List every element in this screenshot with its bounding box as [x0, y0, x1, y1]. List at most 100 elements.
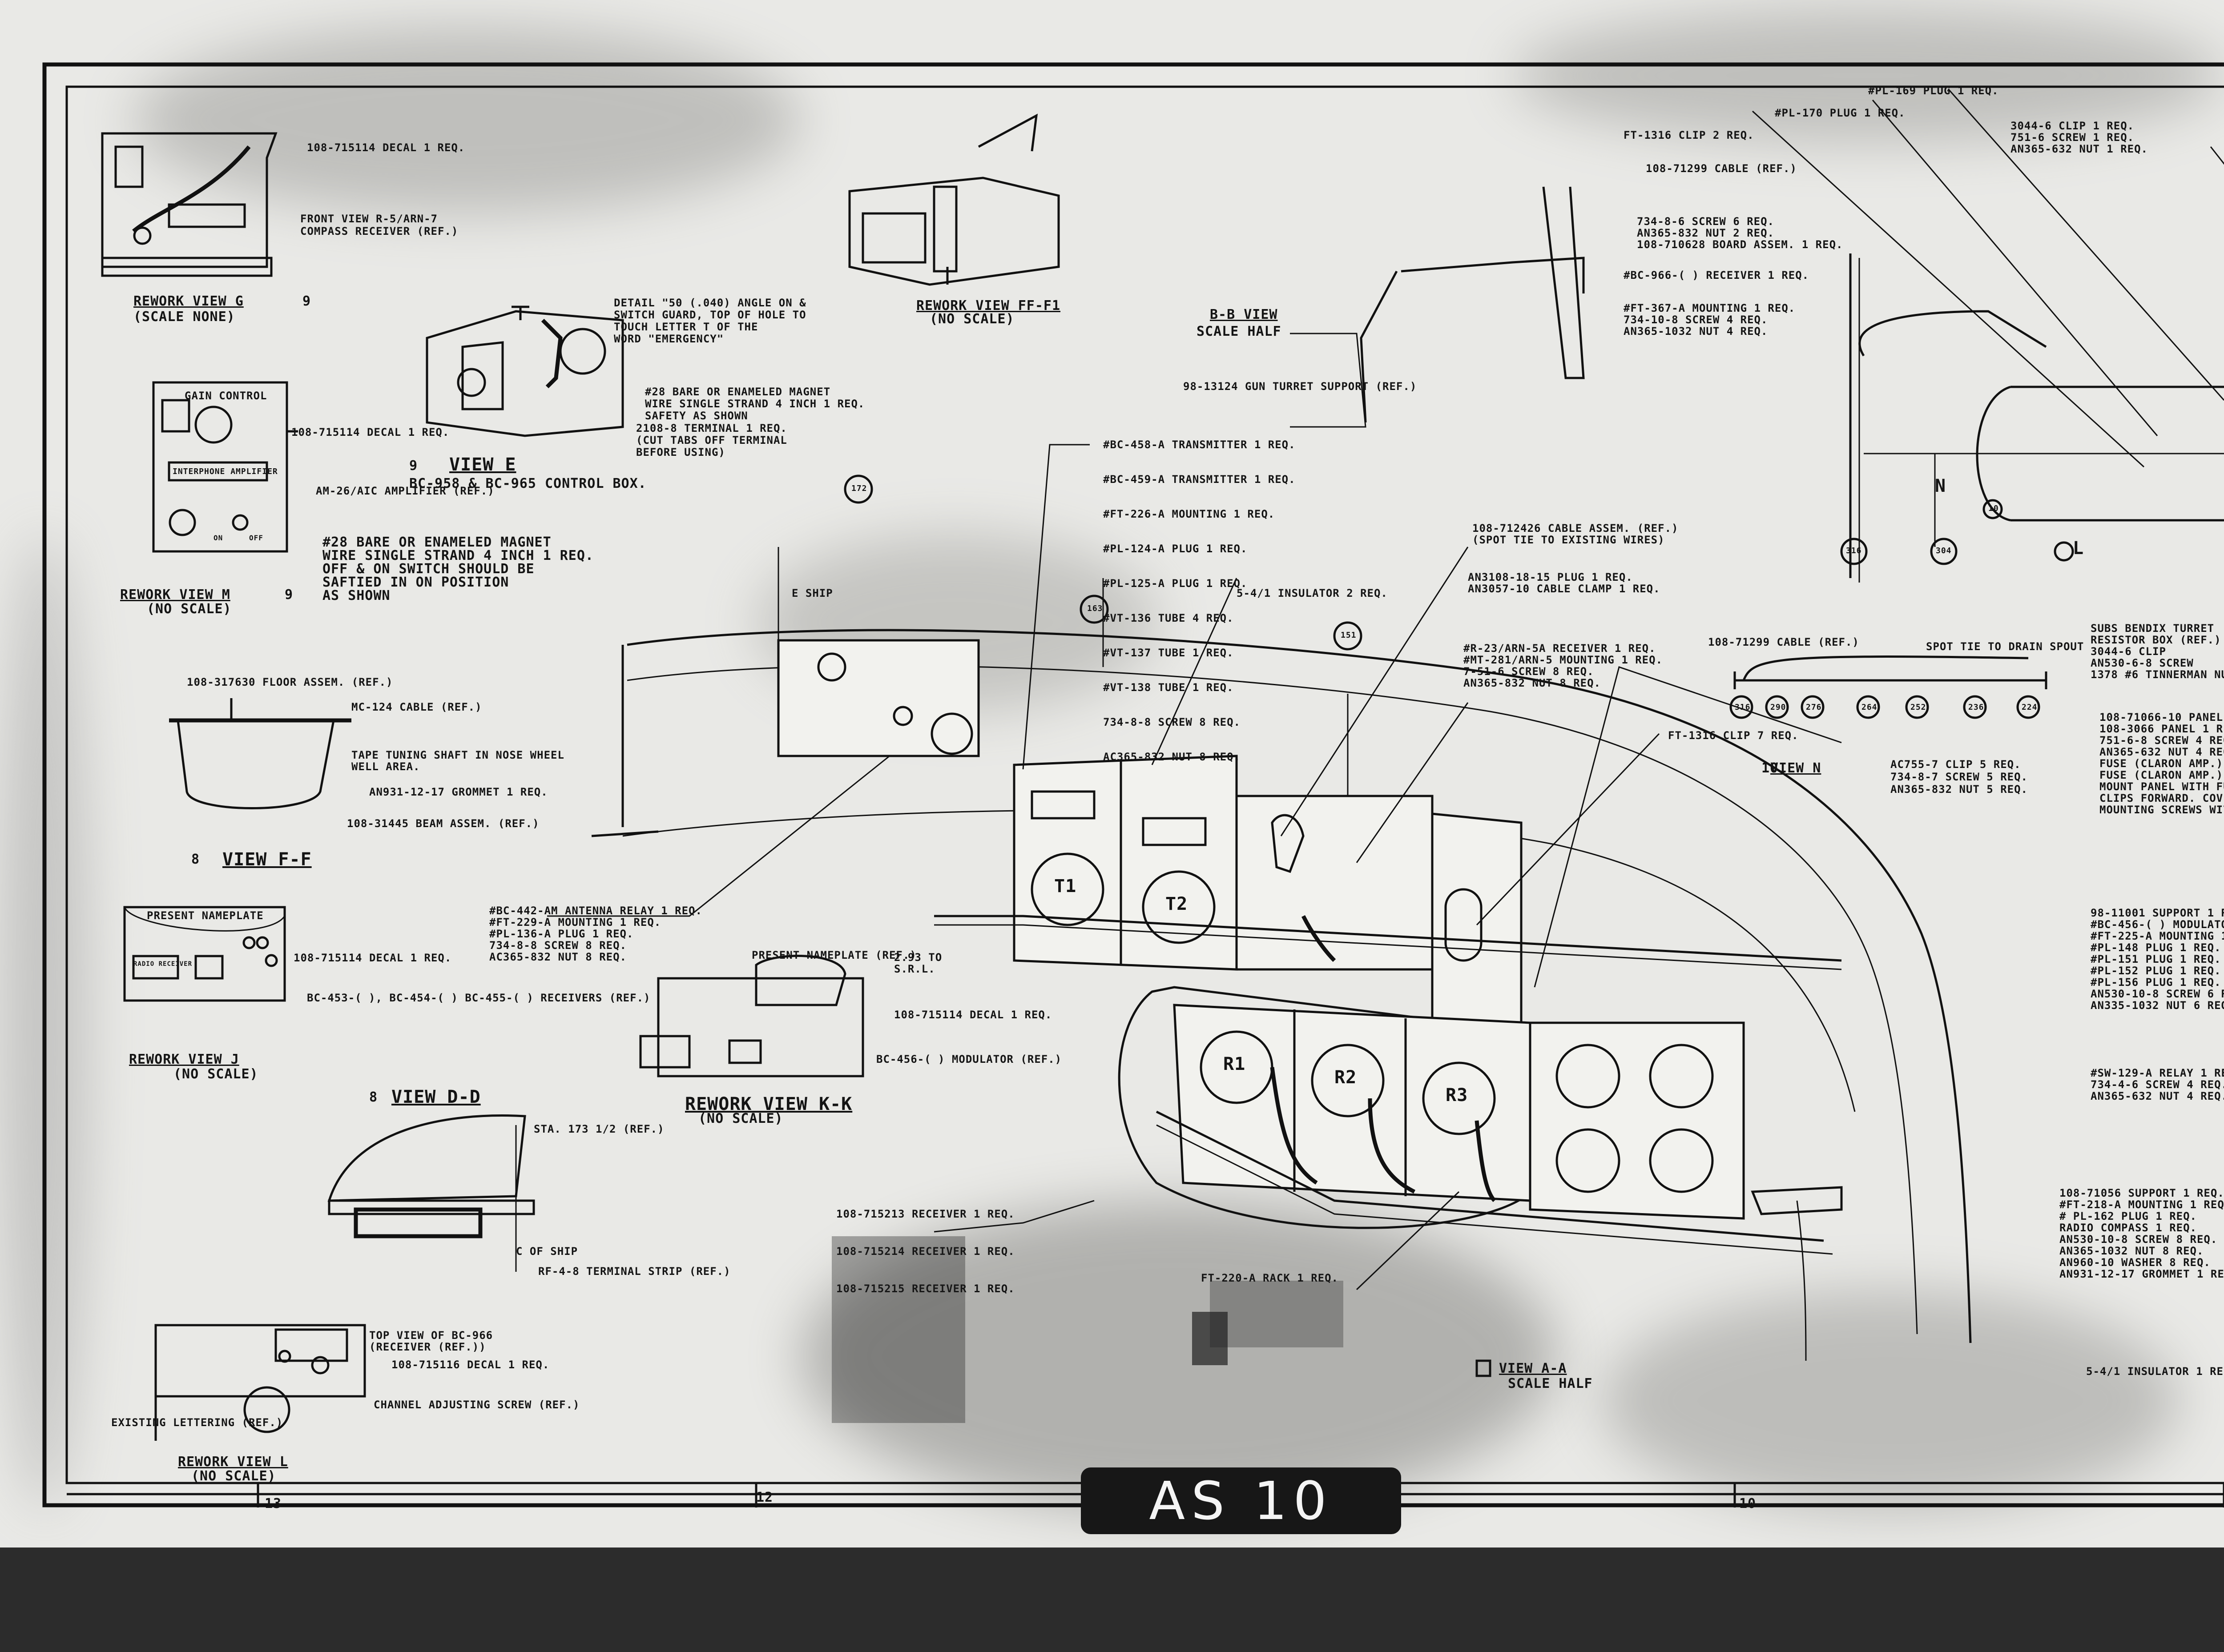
unit-r1: R1: [1223, 1054, 1246, 1074]
station-bubble-163: 163: [1087, 604, 1103, 613]
view-n-station-3: 276: [1806, 703, 1822, 712]
view-dd-zone: 8: [369, 1089, 378, 1105]
view-ff-top-label: REWORK VIEW FF-F1: [916, 298, 1061, 314]
right-upper-bubble-304: 304: [1936, 546, 1952, 555]
view-j-plate-text: RADIO RECEIVER: [133, 961, 193, 968]
station-bubble-151: 151: [1341, 631, 1357, 640]
clip-callout: FT-1316 CLIP 7 REQ.: [1668, 729, 1799, 742]
stain: [801, 1201, 1557, 1512]
view-n-station-1: 316: [1735, 703, 1751, 712]
view-n-station-2: 290: [1770, 703, 1786, 712]
srl-callout: 2.93 TO S.R.L.: [894, 951, 943, 975]
view-kk-decal-callout: 108-715114 DECAL 1 REQ.: [894, 1009, 1052, 1021]
view-ff-top-scale: (NO SCALE): [930, 311, 1015, 327]
view-m-switch-on: ON: [214, 534, 223, 542]
relay-callout: #BC-442-AM ANTENNA RELAY 1 REQ. #FT-229-…: [489, 904, 702, 963]
view-bb-drawing: [1290, 186, 1585, 428]
view-j-receivers-callout: BC-453-( ), BC-454-( ) BC-455-( ) RECEIV…: [307, 992, 651, 1004]
stain: [1601, 1290, 2180, 1512]
view-ff-callout-1: 108-317630 FLOOR ASSEM. (REF.): [187, 676, 393, 688]
view-g-decal-callout: 108-715114 DECAL 1 REQ.: [307, 141, 465, 154]
transmitter-item: 734-8-8 SCREW 8 REQ.: [1103, 716, 1241, 728]
right-lower-compass-note: 108-71056 SUPPORT 1 REQ. #FT-218-A MOUNT…: [2059, 1187, 2224, 1280]
view-n-station-4: 264: [1861, 703, 1878, 712]
view-m-zone: 9: [285, 587, 294, 603]
film-edge: [0, 1547, 2224, 1652]
view-l-scale: (NO SCALE): [191, 1468, 276, 1484]
view-n-clip-callout: AC755-7 CLIP 5 REQ. 734-8-7 SCREW 5 REQ.…: [1890, 758, 2028, 796]
view-e-detail-note: DETAIL "50 (.040) ANGLE ON & SWITCH GUAR…: [614, 297, 806, 345]
view-n-station-7: 224: [2022, 703, 2038, 712]
view-ff-zone: 8: [191, 852, 200, 867]
view-g-compass-callout: FRONT VIEW R-5/ARN-7 COMPASS RECEIVER (R…: [300, 213, 459, 237]
unit-r2: R2: [1334, 1067, 1357, 1088]
view-dd-ship-callout: C OF SHIP: [516, 1245, 578, 1258]
view-l-channel-callout: CHANNEL ADJUSTING SCREW (REF.): [374, 1399, 580, 1411]
view-l-drawing: [154, 1324, 366, 1441]
receiver-callout: #R-23/ARN-5A RECEIVER 1 REQ. #MT-281/ARN…: [1463, 642, 1663, 689]
right-upper-screw-callout: 734-8-6 SCREW 6 REQ. AN365-832 NUT 2 REQ…: [1637, 215, 1843, 251]
view-j-drawing: [123, 906, 286, 1002]
view-kk-modulator-callout: BC-456-( ) MODULATOR (REF.): [876, 1053, 1062, 1065]
faded-text-block: [1192, 1312, 1228, 1365]
faded-text-block: [1210, 1281, 1343, 1347]
view-aa-label: VIEW A-A: [1499, 1361, 1567, 1376]
view-n-label: VIEW N: [1770, 760, 1821, 776]
right-upper-bubble-10: 10: [1988, 504, 1999, 513]
transmitter-item: #BC-459-A TRANSMITTER 1 REQ.: [1103, 473, 1296, 486]
frame-id-text: AS 10: [1149, 1470, 1333, 1531]
faded-text-block: [832, 1236, 965, 1423]
view-m-drawing: [152, 381, 298, 553]
view-e-drawing: [426, 305, 624, 437]
zone-label-10: 10: [1739, 1496, 1757, 1511]
view-m-label: REWORK VIEW M: [120, 587, 230, 603]
view-n-station-6: 236: [1968, 703, 1984, 712]
view-m-note: #28 BARE OR ENAMELED MAGNET WIRE SINGLE …: [322, 535, 594, 603]
transmitter-item: #BC-458-A TRANSMITTER 1 REQ.: [1103, 438, 1296, 451]
stain: [1512, 9, 2224, 142]
view-ff-callout-3: TAPE TUNING SHAFT IN NOSE WHEEL WELL ARE…: [351, 749, 564, 773]
view-m-panel-sub: INTERPHONE AMPLIFIER: [173, 467, 278, 476]
view-e-terminal-note: 2108-8 TERMINAL 1 REQ. (CUT TABS OFF TER…: [636, 422, 787, 458]
unit-t1: T1: [1054, 876, 1077, 896]
view-g-label: REWORK VIEW G: [133, 293, 244, 309]
view-e-caption: BC-958 & BC-965 CONTROL BOX.: [409, 476, 647, 491]
view-l-lettering-callout: EXISTING LETTERING (REF.): [111, 1416, 283, 1429]
view-e-wire-note: #28 BARE OR ENAMELED MAGNET WIRE SINGLE …: [645, 386, 865, 422]
view-n-cable-callout: 108-71299 CABLE (REF.): [1708, 636, 1859, 648]
view-g-drawing: [101, 132, 278, 277]
right-lower-turret-note: SUBS BENDIX TURRET RESISTOR BOX (REF.) 3…: [2091, 622, 2224, 681]
transmitter-item: #VT-138 TUBE 1 REQ.: [1103, 681, 1234, 694]
receiver-list: 108-715213 RECEIVER 1 REQ. 108-715214 RE…: [836, 1183, 1015, 1320]
insulator-callout: 5-4/1 INSULATOR 2 REQ.: [1237, 587, 1388, 599]
view-ff-top-drawing: [848, 113, 1060, 286]
right-upper-mounting-callout: #FT-367-A MOUNTING 1 REQ. 734-10-8 SCREW…: [1624, 302, 1796, 338]
view-m-switch-off: OFF: [249, 534, 263, 542]
right-upper-drawing: [1752, 88, 2224, 583]
mounting-note: FT-220-A RACK 1 REQ.: [1201, 1272, 1338, 1284]
right-upper-callout-1: #PL-169 PLUG 1 REQ.: [1868, 84, 1999, 97]
view-ff-callout-5: 108-31445 BEAM ASSEM. (REF.): [347, 817, 540, 830]
view-kk-scale: (NO SCALE): [698, 1111, 783, 1126]
view-e-label: VIEW E: [449, 454, 516, 475]
stain: [133, 27, 801, 213]
view-dd-drawing: [327, 1114, 535, 1272]
right-upper-view-n: N: [1935, 476, 1946, 496]
right-upper-callout-2: #PL-170 PLUG 1 REQ.: [1775, 107, 1906, 119]
right-lower-relay-note: #SW-129-A RELAY 1 REQ. 734-4-6 SCREW 4 R…: [2091, 1067, 2224, 1102]
view-l-label: REWORK VIEW L: [178, 1454, 288, 1470]
view-n-zone: 10: [1761, 760, 1779, 776]
view-j-scale: (NO SCALE): [173, 1066, 258, 1082]
view-l-decal-callout: 108-715116 DECAL 1 REQ.: [391, 1359, 550, 1371]
zone-label-12: 12: [756, 1490, 774, 1505]
right-upper-view-l: L: [2073, 538, 2084, 559]
view-bb-scale: SCALE HALF: [1197, 324, 1281, 339]
view-bb-support-callout: 98-13124 GUN TURRET SUPPORT (REF.): [1183, 380, 1417, 393]
view-j-label: REWORK VIEW J: [129, 1052, 239, 1067]
view-m-amplifier-callout: AM-26/AIC AMPLIFIER (REF.): [316, 485, 495, 497]
transmitter-item: #PL-125-A PLUG 1 REQ.: [1103, 577, 1248, 590]
view-dd-sta-callout: STA. 173 1/2 (REF.): [534, 1123, 665, 1135]
view-kk-nameplate-callout: PRESENT NAMEPLATE (REF.): [752, 949, 917, 961]
right-lower-panel-note: 108-71066-10 PANEL 1 REQ. 108-3066 PANEL…: [2099, 711, 2224, 816]
right-upper-callout-4: 108-71299 CABLE (REF.): [1646, 162, 1797, 175]
